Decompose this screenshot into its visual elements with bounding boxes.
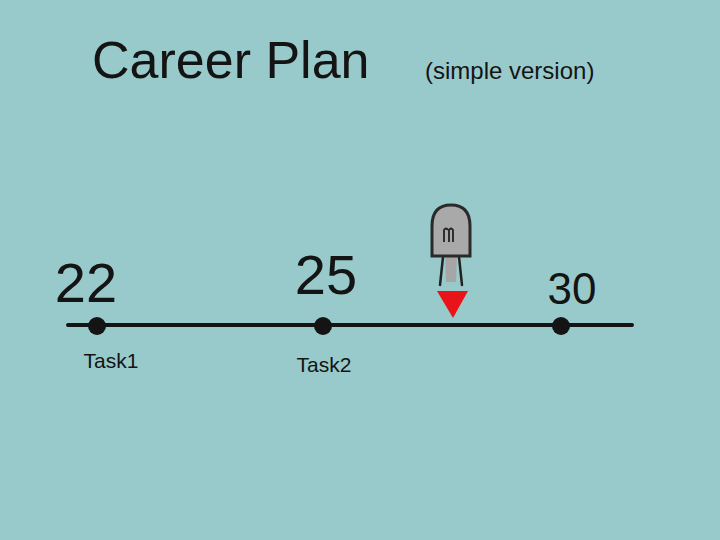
timeline-axis [68,323,632,327]
task-label: Task2 [297,353,352,376]
page-title: Career Plan [92,32,369,89]
age-number: 25 [295,244,357,306]
timeline-dot [314,317,332,335]
rocket-leg [459,257,462,285]
rocket-flame [437,291,468,318]
task-label: Task1 [84,349,139,372]
rocket-marks [444,229,453,243]
timeline-dot [552,317,570,335]
subtitle-text: (simple version) [425,58,594,84]
timeline-dot [88,317,106,335]
rocket-figure [432,205,470,318]
rocket-tail [445,256,457,282]
age-number: 22 [55,252,117,314]
rocket-leg [440,257,443,285]
rocket-capsule [432,205,470,256]
age-number: 30 [548,265,597,313]
